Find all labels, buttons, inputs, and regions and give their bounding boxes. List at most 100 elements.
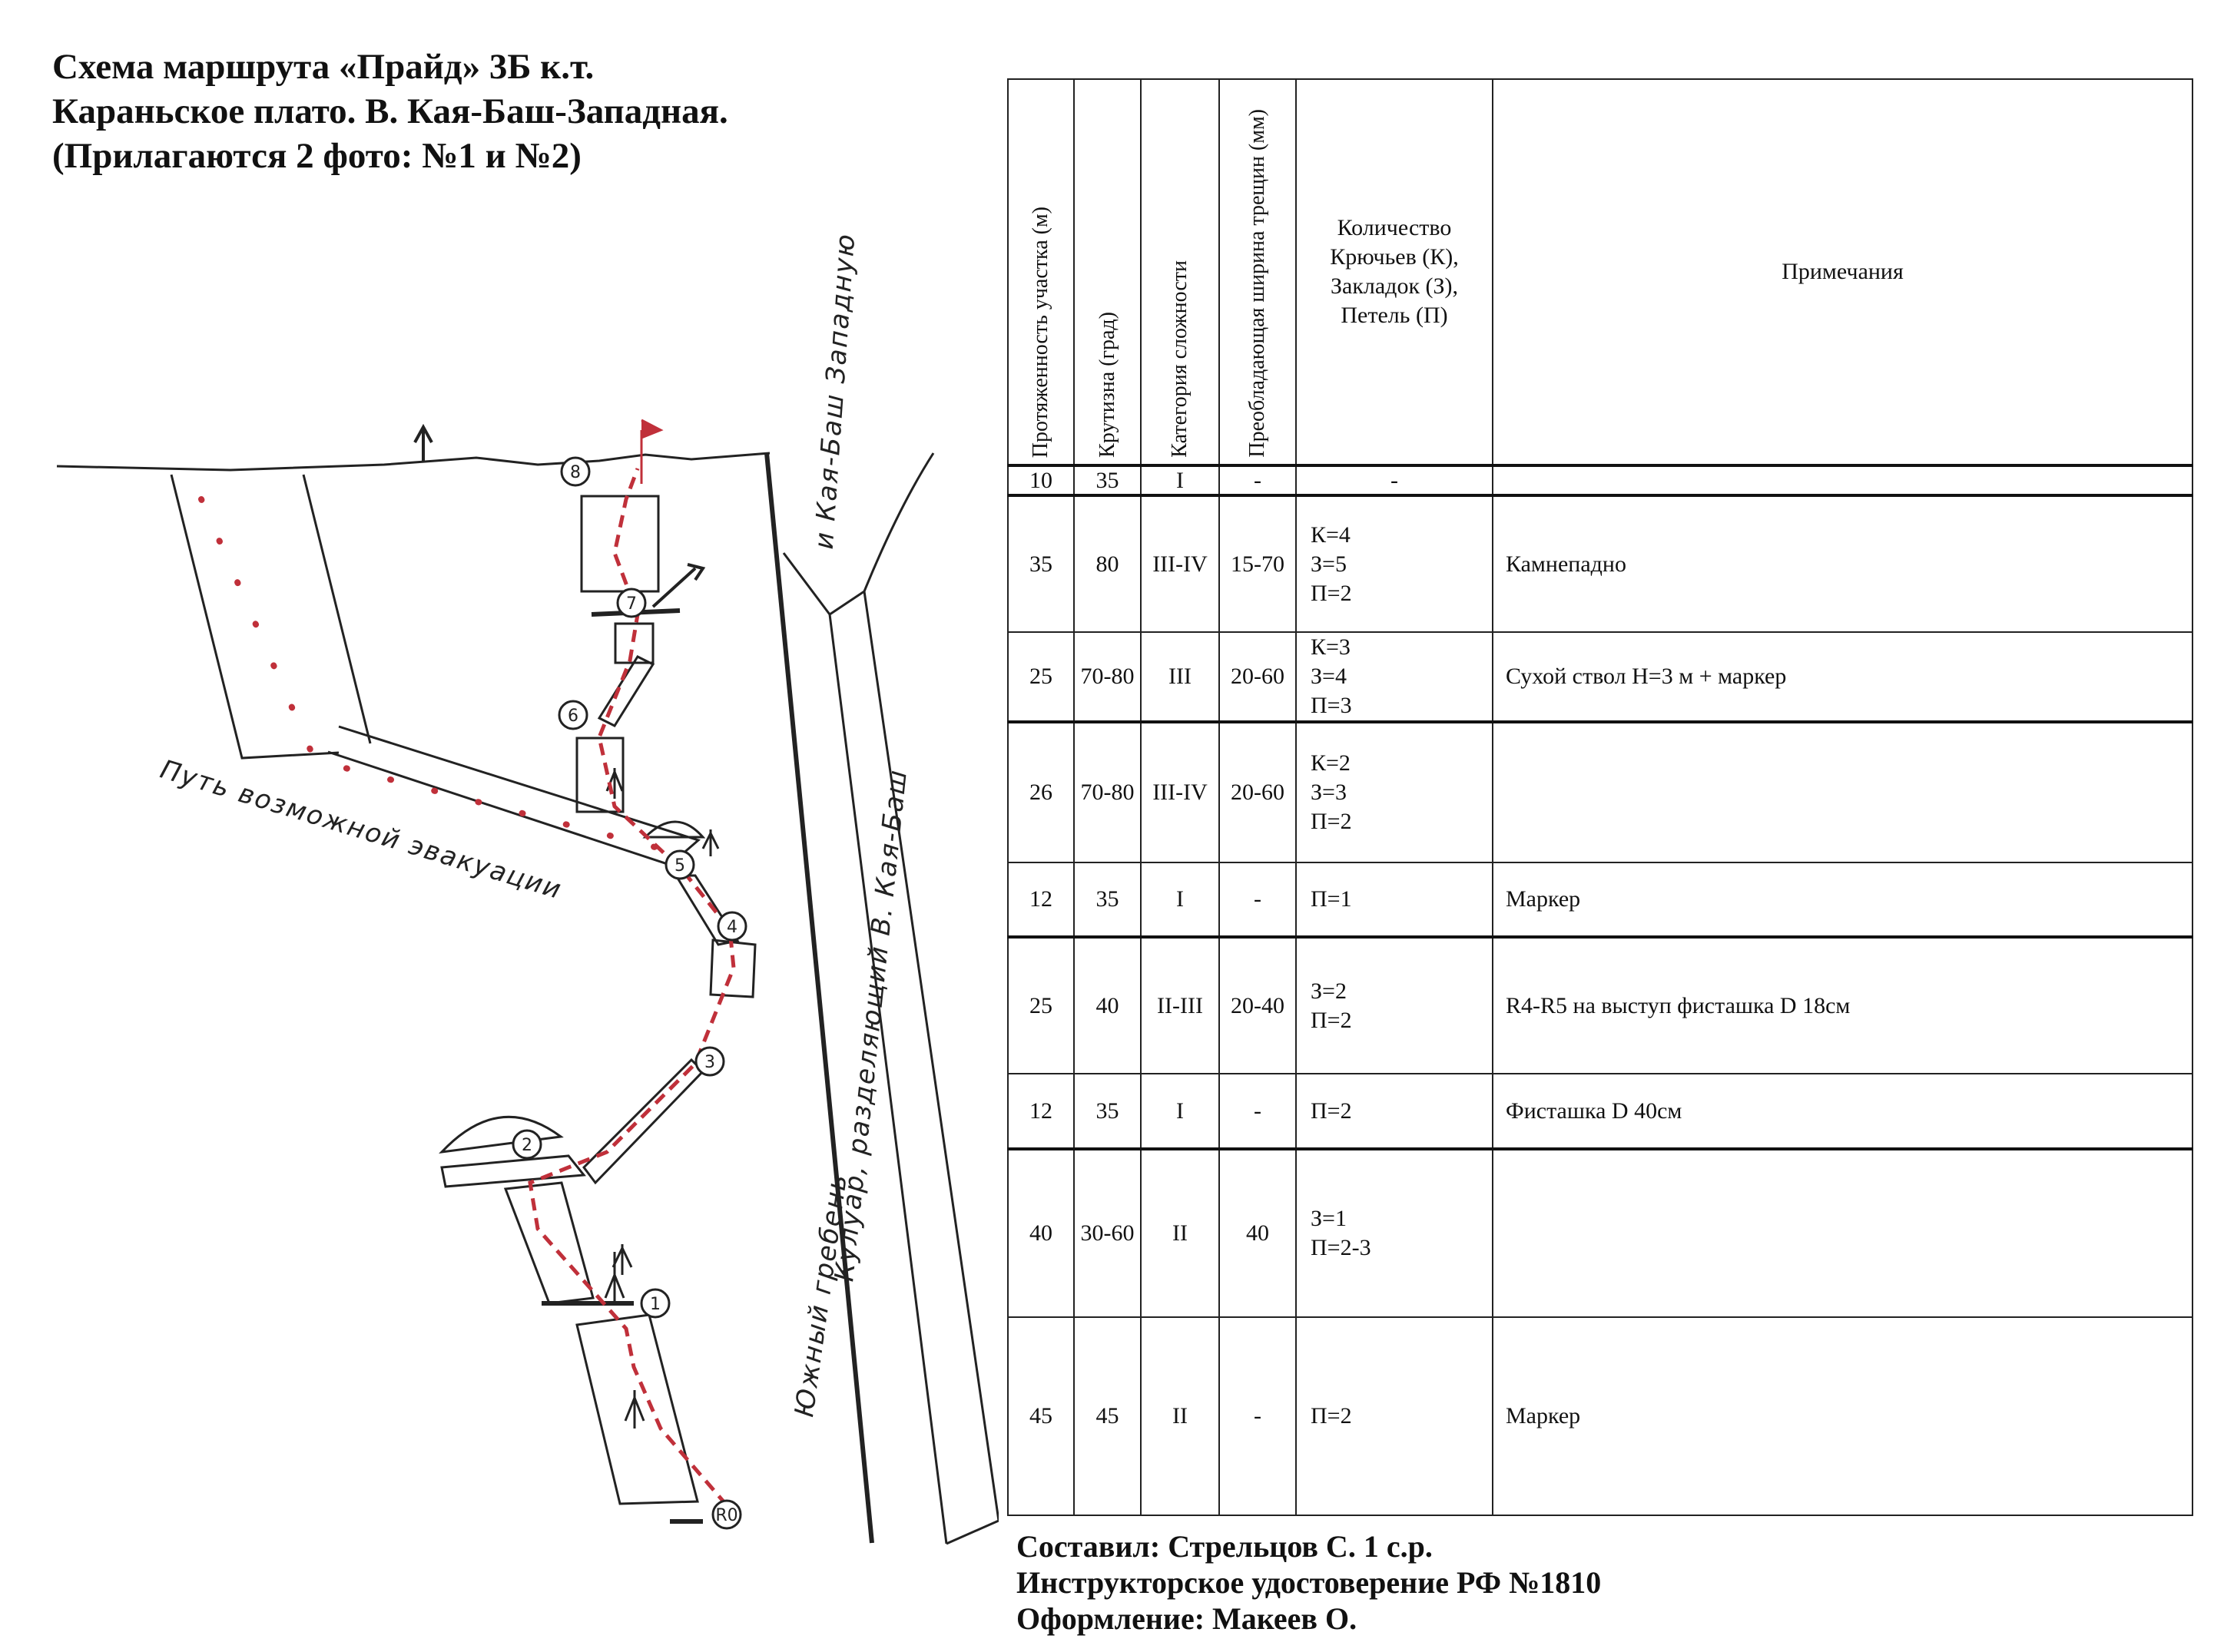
cell-steepness: 35 xyxy=(1073,862,1142,938)
point-label: 3 xyxy=(704,1053,715,1072)
header-text: Крутизна (град) xyxy=(1095,312,1119,458)
gear-count-line: П=2 xyxy=(1311,1097,1352,1124)
header-text: Протяженность участка (м) xyxy=(1029,206,1052,458)
cell-category: III-IV xyxy=(1140,720,1220,863)
cell-notes: Маркер xyxy=(1492,862,2193,938)
author: Составил: Стрельцов С. 1 с.р. xyxy=(1016,1529,1433,1564)
cell-length: 12 xyxy=(1007,862,1075,938)
cell-steepness: 70-80 xyxy=(1073,720,1142,863)
point-label: 7 xyxy=(626,594,637,614)
cell-crack-width: 40 xyxy=(1218,1147,1297,1318)
cell-length: 25 xyxy=(1007,935,1075,1074)
cell-crack-width: - xyxy=(1218,1073,1297,1150)
route-points: R0 1 2 3 4 5 6 7 8 xyxy=(512,456,747,1530)
gear-count-line: П=2 xyxy=(1311,1403,1352,1429)
cell-length: 26 xyxy=(1007,720,1075,863)
point-label: 6 xyxy=(568,707,578,726)
south-ridge-line xyxy=(764,452,874,1544)
cell-crack-width: 20-60 xyxy=(1218,631,1297,723)
gear-count-line: З=4 xyxy=(1311,664,1347,689)
certificate: Инструкторское удостоверение РФ №1810 xyxy=(1016,1565,1602,1600)
gear-count-line: К=2 xyxy=(1311,750,1351,776)
cell-crack-width: 20-60 xyxy=(1218,720,1297,863)
route-sketch: R0 1 2 3 4 5 6 7 8 Путь возможной эвакуа… xyxy=(56,232,999,1545)
cell-steepness: 40 xyxy=(1073,935,1142,1074)
cell-category: I xyxy=(1140,464,1220,496)
cell-crack-width: 20-40 xyxy=(1218,935,1297,1074)
gear-count-line: З=5 xyxy=(1311,551,1347,577)
gear-count-line: П=2-3 xyxy=(1311,1235,1371,1260)
point-label: 1 xyxy=(650,1295,661,1314)
cell-category: II-III xyxy=(1140,935,1220,1074)
cell-length: 40 xyxy=(1007,1147,1075,1318)
cell-crack-width: 15-70 xyxy=(1218,494,1297,633)
point-label: 5 xyxy=(674,856,685,876)
header-notes: Примечания xyxy=(1492,78,2193,466)
cell-category: III xyxy=(1140,631,1220,723)
title-line-1: Схема маршрута «Прайд» 3Б к.т. xyxy=(52,47,595,87)
cell-notes: Фисташка D 40см xyxy=(1492,1073,2193,1150)
cell-length: 12 xyxy=(1007,1073,1075,1150)
cell-steepness: 70-80 xyxy=(1073,631,1142,723)
gear-count-line: К=3 xyxy=(1311,634,1351,660)
cell-notes: Маркер xyxy=(1492,1316,2193,1516)
point-label: 2 xyxy=(522,1136,532,1155)
cell-length: 35 xyxy=(1007,494,1075,633)
cell-gear-count: П=1 xyxy=(1295,862,1493,938)
plateau-edge xyxy=(56,452,771,472)
cell-length: 10 xyxy=(1007,464,1075,496)
cell-steepness: 30-60 xyxy=(1073,1147,1142,1318)
point-label: R0 xyxy=(715,1506,737,1525)
gear-count-line: П=1 xyxy=(1311,886,1352,912)
header-length: Протяженность участка (м) xyxy=(1007,78,1075,466)
evacuation-label: Путь возможной эвакуации xyxy=(157,754,566,905)
header-text: Преобладающая ширина трещин (мм) xyxy=(1245,109,1269,458)
title-line-2: Караньское плато. В. Кая-Баш-Западная. xyxy=(52,91,728,131)
cell-notes: Камнепадно xyxy=(1492,494,2193,633)
scheme-title: Схема маршрута «Прайд» 3Б к.т. Караньско… xyxy=(52,45,728,178)
design-credit: Оформление: Макеев О. xyxy=(1016,1601,1357,1636)
header-steepness: Крутизна (град) xyxy=(1073,78,1142,466)
cell-notes: R4-R5 на выступ фисташка D 18см xyxy=(1492,935,2193,1074)
gear-count-line: П=3 xyxy=(1311,693,1352,718)
gear-count-line: П=2 xyxy=(1311,580,1352,606)
header-category: Категория сложности xyxy=(1140,78,1220,466)
gear-count-line: З=3 xyxy=(1311,780,1347,805)
gear-count-line: З=2 xyxy=(1311,978,1347,1004)
cell-steepness: 80 xyxy=(1073,494,1142,633)
cell-category: I xyxy=(1140,862,1220,938)
couloir-label: Кулуар, разделяющий В. Кая-Баш xyxy=(829,767,913,1283)
cell-gear-count: П=2 xyxy=(1295,1073,1493,1150)
gear-count-line: П=2 xyxy=(1311,809,1352,834)
cell-length: 45 xyxy=(1007,1316,1075,1516)
header-crack-width: Преобладающая ширина трещин (мм) xyxy=(1218,78,1297,466)
climbing-route-line xyxy=(528,468,736,1507)
cell-notes xyxy=(1492,1147,2193,1318)
header-text: Категория сложности xyxy=(1168,260,1192,458)
cell-crack-width: - xyxy=(1218,464,1297,496)
header-gear-count: Количество Крючьев (К), Закладок (З), Пе… xyxy=(1295,78,1493,466)
point-label: 4 xyxy=(727,918,737,937)
gear-count-line: З=1 xyxy=(1311,1206,1347,1231)
cell-category: III-IV xyxy=(1140,494,1220,633)
route-table: Протяженность участка (м) Крутизна (град… xyxy=(1007,78,2193,1516)
gear-count-line: К=4 xyxy=(1311,521,1351,548)
title-line-3: (Прилагаются 2 фото: №1 и №2) xyxy=(52,136,582,176)
cell-steepness: 45 xyxy=(1073,1316,1142,1516)
cell-crack-width: - xyxy=(1218,1316,1297,1516)
cell-notes xyxy=(1492,720,2193,863)
cell-category: II xyxy=(1140,1147,1220,1318)
